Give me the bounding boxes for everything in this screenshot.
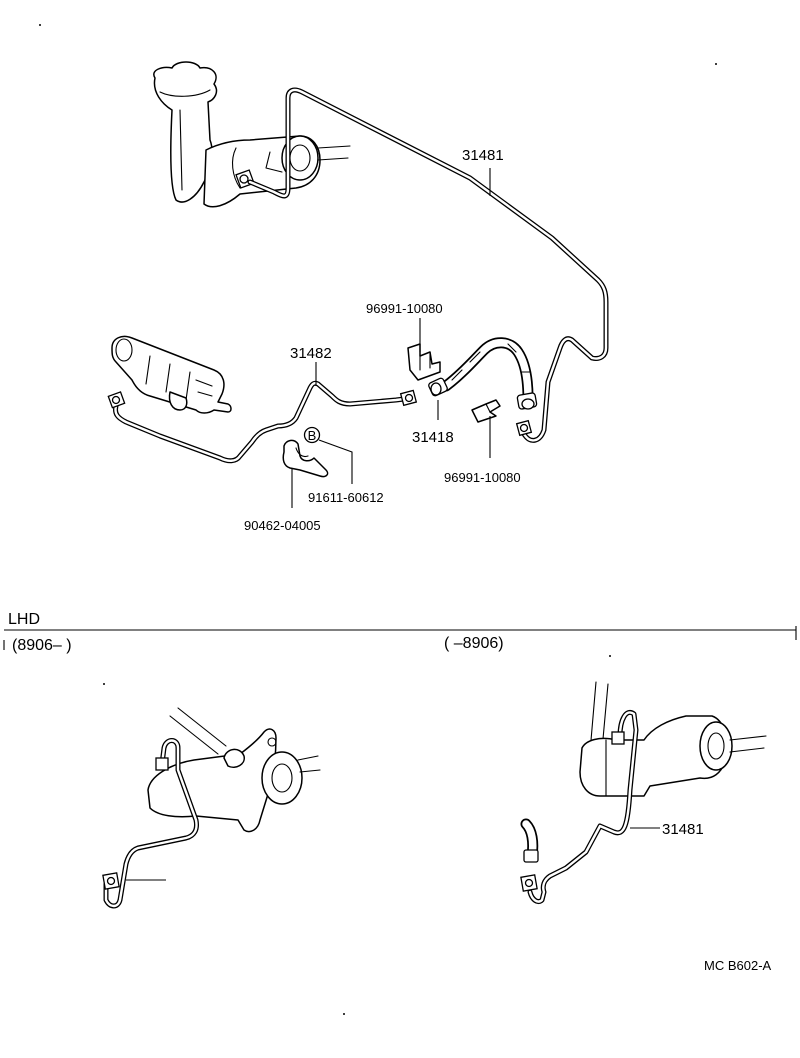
pipe-clamp — [282, 439, 329, 478]
label-pipe-31482: 31482 — [290, 345, 332, 362]
clutch-pipe-31482 — [107, 380, 418, 464]
clip-lower — [471, 399, 501, 423]
range-left: (8906– ) — [12, 637, 72, 654]
label-clip-lower: 96991-10080 — [444, 470, 521, 485]
label-clip-upper: 96991-10080 — [366, 301, 443, 316]
clip-upper — [407, 343, 441, 381]
section-title: LHD — [8, 611, 40, 628]
label-bolt: 91611-60612 — [308, 490, 384, 505]
inset-right-master-cylinder — [579, 681, 767, 797]
range-right: ( –8906) — [444, 635, 504, 652]
diagram-code: MC B602-A — [704, 958, 772, 973]
label-clamp: 90462-04005 — [244, 518, 321, 533]
label-pipe-31481: 31481 — [462, 147, 504, 164]
bolt-marker-letter: B — [308, 428, 317, 443]
label-hose-31418: 31418 — [412, 429, 454, 446]
section-divider — [3, 626, 797, 650]
leader-lines — [291, 168, 491, 508]
inset-right-pipe-31481 — [520, 710, 660, 905]
clutch-release-cylinder — [111, 335, 232, 414]
clutch-pipe-31481 — [247, 87, 609, 443]
inset-left-master-cylinder — [147, 707, 321, 833]
clutch-flex-hose-31418 — [428, 337, 538, 410]
inset-left-pipe — [102, 738, 199, 909]
label-inset-pipe-31481: 31481 — [662, 821, 704, 838]
clutch-master-cylinder — [153, 61, 351, 208]
bolt-b-marker: B — [303, 426, 321, 444]
